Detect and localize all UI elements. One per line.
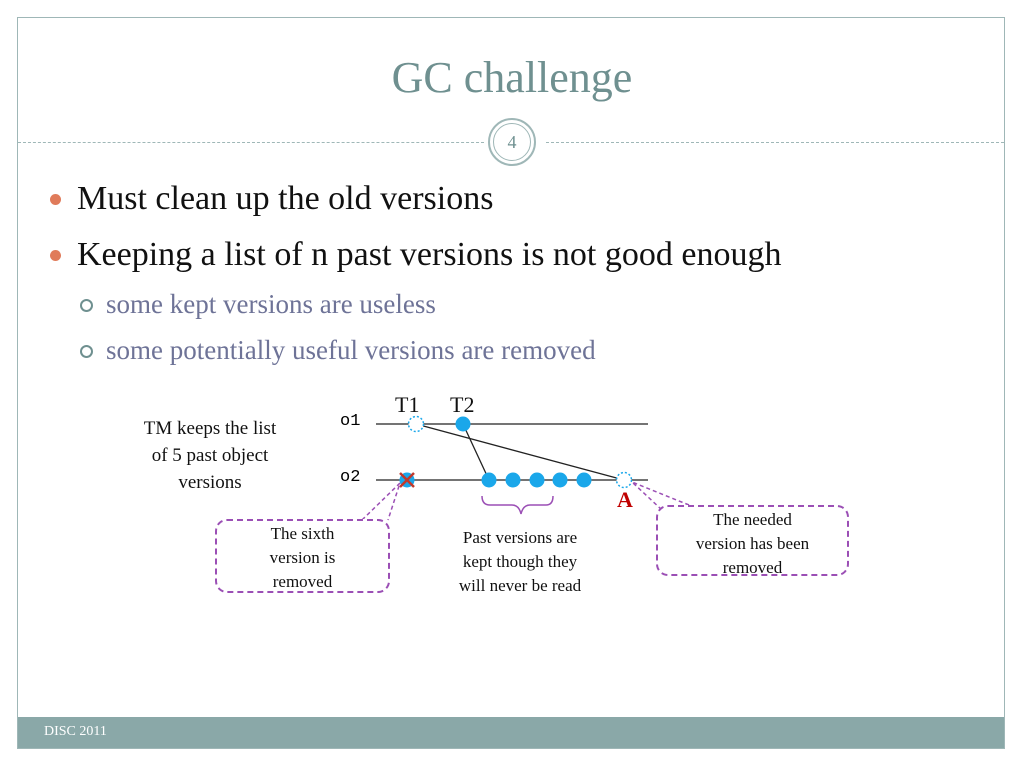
sub-bullet-ring: [80, 345, 93, 358]
sub-bullet-text: some kept versions are useless: [106, 289, 436, 319]
sub-bullet-ring: [80, 299, 93, 312]
callout-left-pointer: [361, 482, 401, 521]
sub-bullet-2: some potentially useful versions are rem…: [80, 335, 596, 366]
o2-past-version-node: [552, 472, 568, 488]
callout-line: removed: [722, 558, 783, 577]
bullet-text: Keeping a list of n past versions is not…: [77, 236, 782, 273]
callout-line: The needed: [713, 510, 792, 529]
footer-text: DISC 2011: [44, 724, 107, 739]
bullet-dot: [50, 250, 61, 261]
sub-bullet-1: some kept versions are useless: [80, 289, 436, 320]
transaction-label-t1: T1: [395, 392, 420, 417]
cross-icon-stroke: [399, 472, 415, 488]
o2-needed-version-node: [615, 471, 633, 489]
bullet-1: Must clean up the old versions: [50, 180, 494, 218]
callout-line: The sixth: [270, 524, 335, 543]
brace-line: kept though they: [462, 552, 578, 571]
title-divider-left: [18, 142, 484, 143]
callout-line: version has been: [695, 534, 810, 553]
diagram-caption: TM keeps the list of 5 past object versi…: [110, 415, 310, 496]
o1-removed-version-node: [407, 415, 425, 433]
callout-sixth-version-removed: The sixth version is removed: [215, 519, 390, 593]
object-label-o1: o1: [340, 412, 361, 431]
transaction-label-a: A: [617, 487, 633, 512]
t2-read-line: [462, 423, 490, 481]
o2-past-version-node: [576, 472, 592, 488]
o2-past-version-node: [481, 472, 497, 488]
o2-past-version-node: [505, 472, 521, 488]
slide-footer: DISC 2011: [18, 717, 1004, 748]
title-divider-right: [546, 142, 1004, 143]
callout-line: version is: [269, 548, 336, 567]
t1-read-line: [415, 423, 625, 481]
sub-bullet-text: some potentially useful versions are rem…: [106, 335, 596, 365]
brace-annotation: Past versions are kept though they will …: [430, 526, 610, 598]
bullet-dot: [50, 194, 61, 205]
page-number-badge: 4: [488, 118, 536, 166]
brace-line: Past versions are: [462, 528, 578, 547]
callout-needed-version-removed: The needed version has been removed: [656, 505, 849, 577]
page-number: 4: [493, 123, 531, 161]
caption-line: TM keeps the list: [143, 418, 277, 439]
callout-right-pointer: [631, 481, 690, 511]
bullet-text: Must clean up the old versions: [77, 180, 494, 217]
caption-line: versions: [178, 472, 242, 493]
caption-line: of 5 past object: [151, 445, 269, 466]
transaction-label-t2: T2: [450, 392, 475, 417]
o1-version-node: [455, 416, 471, 432]
object-label-o2: o2: [340, 468, 361, 487]
slide-title: GC challenge: [391, 53, 633, 102]
bullet-2: Keeping a list of n past versions is not…: [50, 236, 782, 274]
brace-line: will never be read: [458, 576, 582, 595]
past-versions-brace: [481, 495, 554, 515]
callout-line: removed: [272, 572, 333, 591]
o2-past-version-node: [529, 472, 545, 488]
